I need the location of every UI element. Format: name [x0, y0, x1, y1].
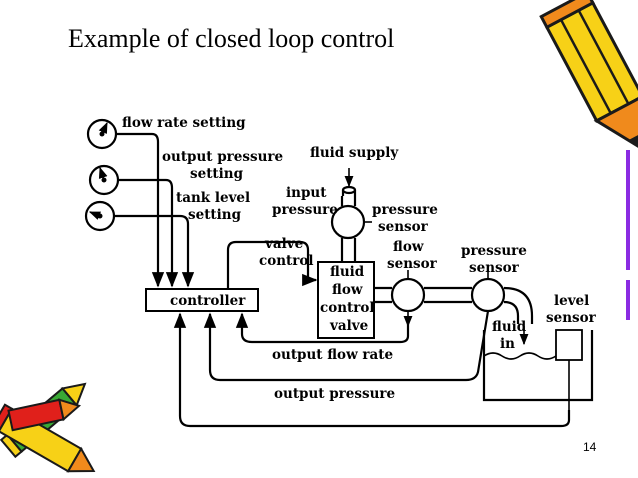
controller-label: controller — [170, 293, 246, 309]
pressure-sensor-top-label: pressure — [372, 202, 438, 218]
valve-label-2: flow — [332, 282, 363, 298]
tank-level-setting-label: tank level — [176, 190, 250, 206]
purple-accent-line — [626, 150, 630, 320]
output-pressure-setting-label-2: setting — [190, 166, 244, 182]
valve-label-1: fluid — [330, 264, 365, 280]
control-valve-box — [317, 261, 375, 339]
fluid-in-label: fluid — [492, 319, 527, 335]
output-pressure-label: output pressure — [274, 386, 395, 402]
flow-sensor-label: flow — [393, 239, 424, 255]
valve-control-label: valve — [264, 236, 303, 252]
yellow-pencil-icon — [539, 0, 638, 151]
tank-level-dial-icon — [84, 200, 116, 232]
level-sensor-label-2: sensor — [546, 310, 597, 326]
pressure-sensor-right-label-2: sensor — [469, 260, 520, 276]
flow-sensor-icon — [390, 277, 426, 313]
valve-control-label-2: control — [259, 253, 314, 269]
output-pressure-dial-icon — [88, 164, 120, 196]
page-number: 14 — [583, 440, 597, 454]
level-sensor-label: level — [554, 293, 589, 309]
slide-title: Example of closed loop control — [68, 24, 395, 53]
valve-label-3: control — [320, 300, 375, 316]
pressure-sensor-top-label-2: sensor — [378, 219, 429, 235]
level-feedback — [173, 312, 571, 428]
tank — [482, 329, 594, 410]
fluid-supply-label: fluid supply — [310, 145, 399, 161]
fluid-supply-pipe — [341, 168, 357, 196]
tank-level-setting-label-2: setting — [188, 207, 242, 223]
output-flow-rate-feedback — [235, 311, 413, 344]
output-pressure-feedback — [203, 310, 490, 382]
main-pipe — [374, 286, 534, 324]
flow-rate-setting-label: flow rate setting — [122, 115, 246, 131]
output-pressure-sensor-icon — [470, 277, 506, 313]
valve-label-4: valve — [329, 318, 368, 334]
output-flow-rate-label: output flow rate — [272, 347, 393, 363]
flow-sensor-label-2: sensor — [387, 256, 438, 272]
controller-box — [145, 288, 259, 312]
input-pressure-label: input — [286, 185, 327, 201]
fluid-in-label-2: in — [500, 336, 515, 352]
pressure-sensor-right-label: pressure — [461, 243, 527, 259]
input-pressure-label-2: pressure — [272, 202, 338, 218]
crayons-icon — [0, 382, 96, 473]
flow-rate-dial-icon — [86, 118, 118, 150]
output-pressure-setting-label: output pressure — [162, 149, 283, 165]
setting-signal-lines — [114, 132, 195, 288]
valve-control-line — [226, 240, 318, 288]
